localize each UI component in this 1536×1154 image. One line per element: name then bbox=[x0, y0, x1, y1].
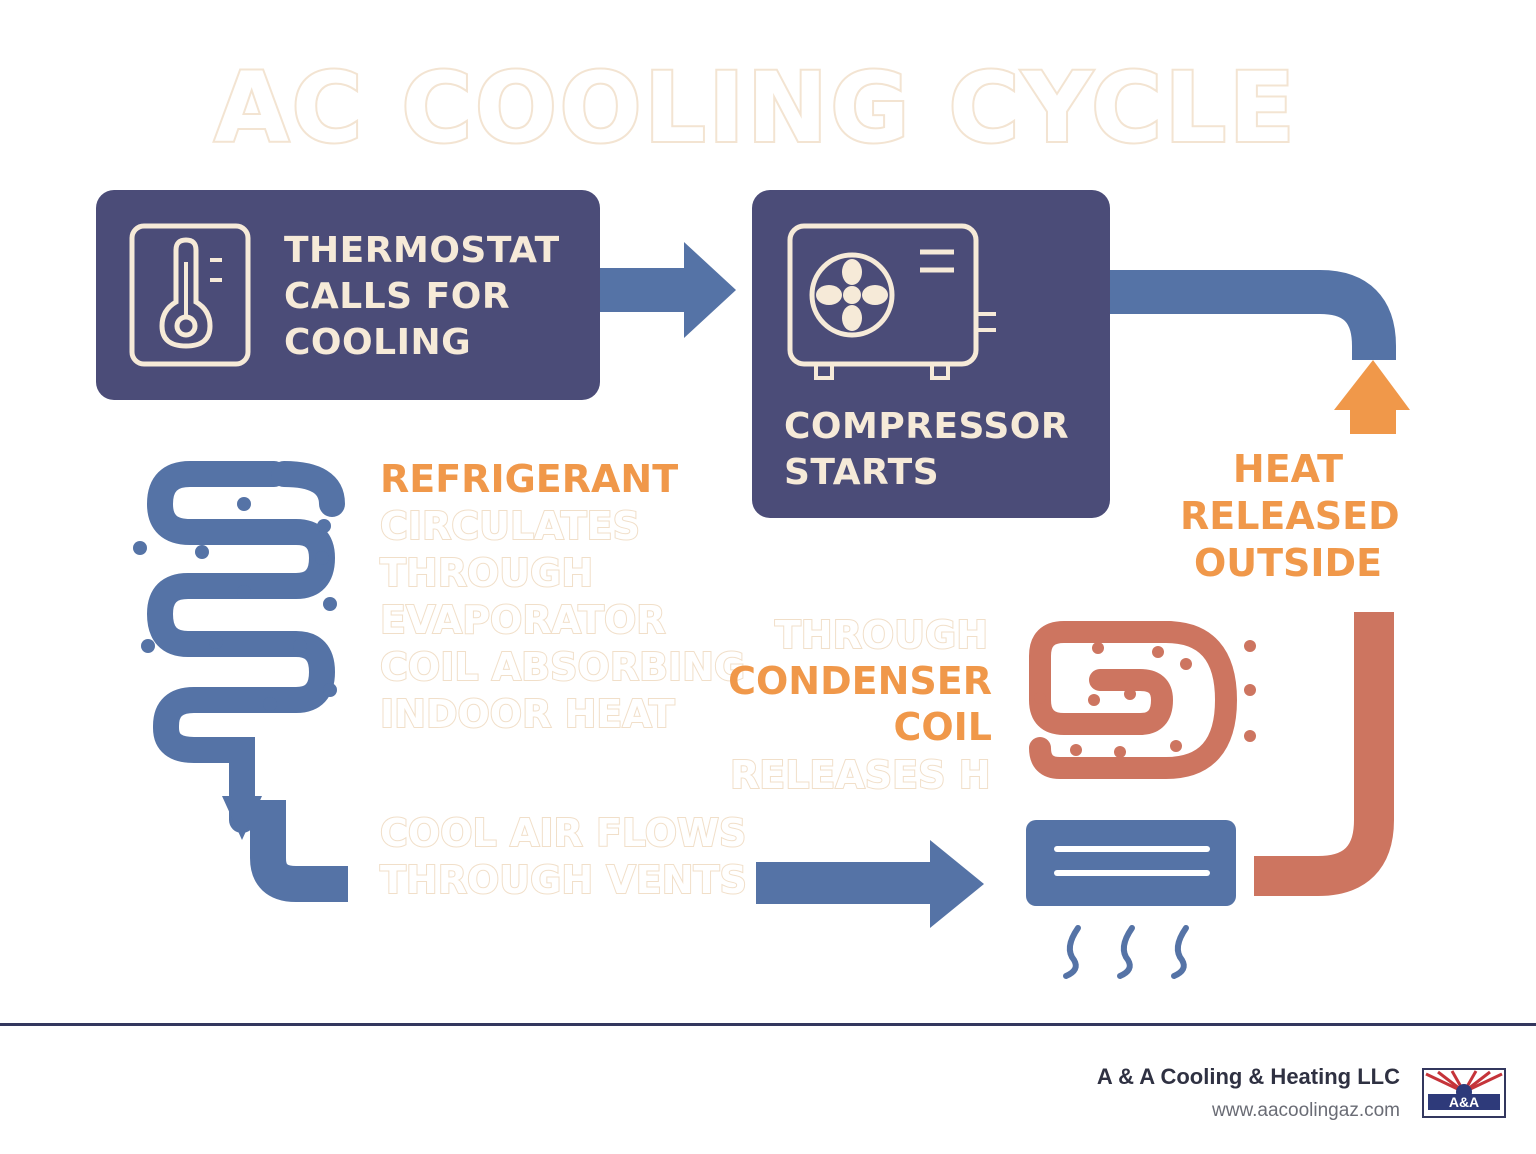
heat-up-arrow bbox=[1334, 360, 1410, 434]
cool-air-arrow bbox=[756, 840, 984, 928]
company-logo-icon: A&A bbox=[1422, 1068, 1506, 1118]
evaporator-dots bbox=[133, 497, 337, 711]
arrow-thermostat-to-compressor bbox=[598, 242, 736, 338]
compressor-box: COMPRESSOR STARTS bbox=[752, 190, 1110, 518]
indoor-vent-icon bbox=[1026, 820, 1236, 979]
footer-divider bbox=[0, 1023, 1536, 1026]
cool-air-label: COOL AIR FLOWS THROUGH VENTS bbox=[379, 810, 748, 903]
condenser-highlight: CONDENSER COIL bbox=[728, 659, 992, 749]
diagram-title: AC COOLING CYCLE bbox=[212, 50, 1298, 166]
condenser-description: RELEASES H bbox=[729, 752, 992, 798]
pipe-evaporator-bottom bbox=[250, 800, 348, 902]
logo-text: A&A bbox=[1449, 1094, 1479, 1110]
compressor-unit-icon bbox=[787, 223, 996, 380]
condenser-coil-icon bbox=[1029, 621, 1181, 735]
condenser-through: THROUGH bbox=[774, 612, 989, 658]
pipe-compressor-right bbox=[1110, 270, 1396, 360]
pipe-condenser-right bbox=[1254, 612, 1394, 896]
thermometer-icon bbox=[129, 223, 251, 367]
thermostat-box: THERMOSTAT CALLS FOR COOLING bbox=[96, 190, 600, 400]
thermostat-label: THERMOSTAT CALLS FOR COOLING bbox=[284, 230, 560, 363]
refrigerant-description: CIRCULATES THROUGH EVAPORATOR COIL ABSOR… bbox=[379, 503, 746, 737]
refrigerant-highlight: REFRIGERANT bbox=[380, 457, 679, 501]
company-name: A & A Cooling & Heating LLC bbox=[1096, 1064, 1400, 1089]
evaporator-coil-icon bbox=[146, 461, 336, 833]
condenser-dots bbox=[1034, 640, 1256, 758]
heat-released-label: HEAT RELEASED OUTSIDE bbox=[1180, 447, 1400, 585]
company-website[interactable]: www.aacoolingaz.com bbox=[1212, 1100, 1400, 1121]
compressor-label: COMPRESSOR STARTS bbox=[784, 406, 1070, 493]
